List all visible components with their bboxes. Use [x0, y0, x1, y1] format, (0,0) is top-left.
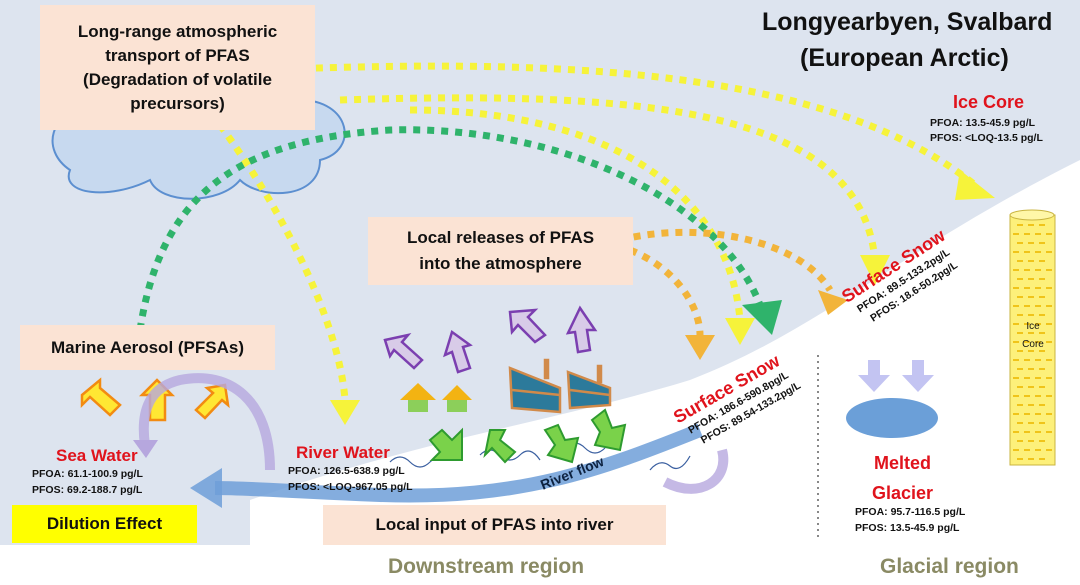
arrowhead-icon [860, 255, 890, 285]
box-line: precursors) [130, 93, 225, 113]
marine-aerosol-green-arrow [136, 126, 764, 331]
emission-arrow-icon [443, 329, 473, 374]
sea-spray-arrow-icon [80, 377, 122, 417]
sea-water-pfos: PFOS: 69.2-188.7 pg/L [32, 484, 143, 496]
sea-water-site-name: Sea Water [56, 446, 138, 465]
title-line-2: (European Arctic) [800, 44, 1009, 72]
factory-icon [566, 370, 612, 410]
wave-line [649, 455, 691, 471]
melted-glacier-site-name: Melted Glacier [872, 448, 933, 508]
melt-arrow-icon [858, 360, 890, 392]
house-body-icon [447, 400, 467, 412]
river-input-arrow-icon [483, 429, 517, 464]
ice-core-label-line: Core [1022, 339, 1044, 350]
river-water-pfos: PFOS: <LOQ-967.05 pg/L [288, 481, 413, 493]
arrowhead-icon [685, 335, 715, 360]
river-input-arrow-icon [590, 408, 627, 452]
ice-core-label-line: Ice [1026, 321, 1040, 332]
factories [508, 358, 612, 414]
river-water-pfoa: PFOA: 126.5-638.9 pg/L [288, 465, 405, 477]
emission-arrow-icon [383, 332, 424, 370]
long-range-transport-box: Long-range atmospheric transport of PFAS… [40, 5, 315, 130]
local-input-box: Local input of PFAS into river [323, 505, 666, 545]
emission-arrow-icon [565, 305, 598, 354]
title-line-1: Longyearbyen, Svalbard [762, 8, 1053, 36]
long-range-arrow-to-surface-snow [409, 106, 744, 321]
marine-aerosol-box: Marine Aerosol (PFSAs) [20, 325, 275, 370]
emission-arrows [383, 305, 598, 374]
melted-glacier-name-line: Glacier [872, 483, 934, 503]
river-water-site-name: River Water [296, 443, 390, 462]
arrowhead-icon [742, 300, 782, 335]
melted-glacier-pool [846, 398, 938, 438]
arrowhead-icon [818, 290, 848, 315]
river-input-arrow-icon [543, 423, 580, 464]
melted-glacier-pfoa: PFOA: 95.7-116.5 pg/L [855, 506, 966, 518]
box-line: (Degradation of volatile [83, 69, 272, 89]
factory-icon [508, 366, 562, 414]
house-roof-icon [400, 383, 436, 400]
melt-arrows [858, 360, 934, 392]
arrowhead-icon [133, 440, 158, 458]
melt-arrow-icon [902, 360, 934, 392]
melted-glacier-pfos: PFOS: 13.5-45.9 pg/L [855, 522, 960, 534]
local-release-arrow-to-glacial-snow [619, 228, 833, 292]
river-input-arrow-icon [428, 427, 463, 461]
house-body-icon [408, 400, 428, 412]
river-arrowhead-icon [190, 468, 222, 508]
box-line: transport of PFAS [105, 45, 250, 65]
ice-core-cylinder-label: Ice Core [1022, 318, 1044, 354]
box-line: Long-range atmospheric [77, 21, 278, 41]
houses [400, 383, 472, 412]
local-releases-box: Local releases of PFAS into the atmosphe… [368, 217, 633, 285]
bottom-strip [0, 545, 1080, 585]
arrowhead-icon [955, 170, 995, 200]
dilution-effect-box: Dilution Effect [12, 505, 197, 543]
ice-core-site-name: Ice Core [953, 92, 1025, 112]
melted-glacier-name-line: Melted [874, 453, 932, 473]
long-range-arrow-to-river [217, 122, 349, 401]
house-roof-icon [442, 385, 472, 400]
box-line: into the atmosphere [419, 254, 582, 273]
ice-core-cylinder [1009, 209, 1056, 466]
arrowhead-icon [725, 318, 755, 345]
ice-core-pfos: PFOS: <LOQ-13.5 pg/L [930, 132, 1043, 144]
river-flow [214, 423, 703, 503]
ice-core-pfoa: PFOA: 13.5-45.9 pg/L [930, 117, 1036, 129]
sea-water-pfoa: PFOA: 61.1-100.9 pg/L [32, 468, 143, 480]
local-release-arrow-to-surface-snow [628, 246, 704, 336]
arrowhead-icon [330, 400, 360, 425]
sea-spray-arrow-icon [194, 383, 230, 420]
recirculation-arrow [138, 373, 275, 471]
downstream-region-label: Downstream region [388, 555, 585, 578]
river-input-arrows [428, 408, 627, 464]
long-range-arrow-to-glacial-snow [339, 94, 879, 261]
emission-arrow-icon [508, 308, 547, 344]
long-range-arrow-to-ice-core [259, 62, 978, 188]
snowmelt-arrow [662, 448, 729, 494]
glacial-region-label: Glacial region [880, 555, 1019, 578]
box-line: Local releases of PFAS [406, 228, 595, 247]
